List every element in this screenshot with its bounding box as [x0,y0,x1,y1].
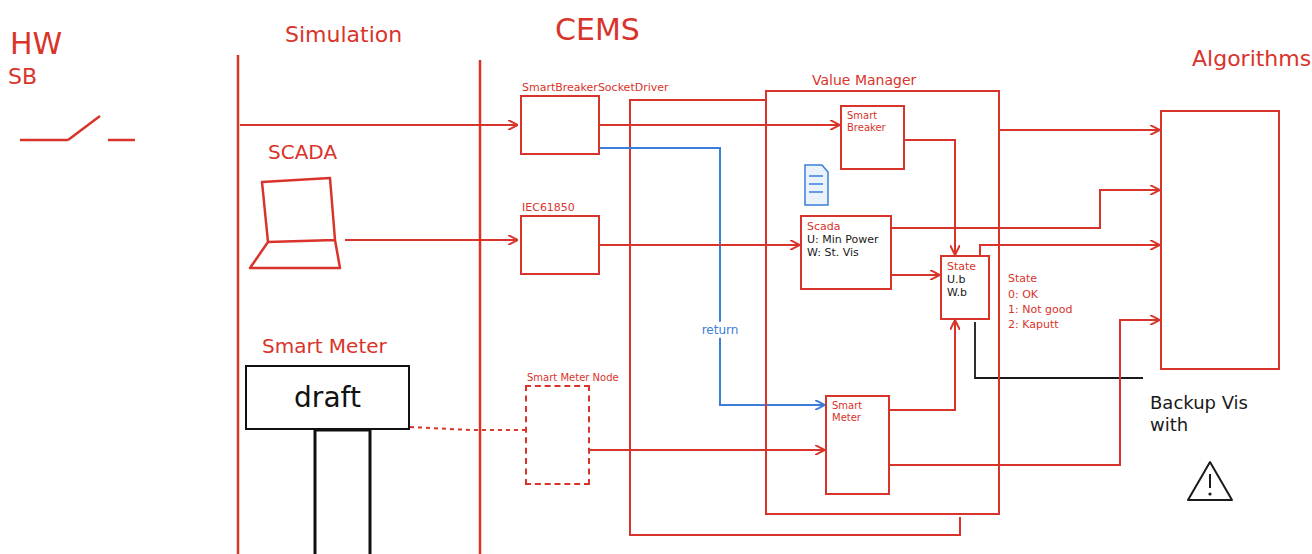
connector-label: return [699,322,742,338]
switch-symbol [20,116,135,140]
arrow-connector [600,124,840,126]
driver-box: IEC61850 [520,215,600,275]
part-name: SB [8,64,37,90]
arrow-connector [890,320,955,410]
box-title: Algorithms [1192,46,1311,72]
column-heading: CEMS [555,12,640,48]
signal-arrow [345,239,518,241]
note: Backup Vis with [1150,392,1250,435]
part-name: Smart Meter [262,334,387,358]
manager-box: Value ManagerSmart BreakerScadaU: Min Po… [765,90,1000,515]
column-divider [479,60,482,554]
box-text: U.b [947,273,983,286]
state-legend: 0: OK [1008,288,1038,301]
arrow-connector [590,449,825,451]
state-legend: State [1008,272,1037,285]
value-box: Smart Breaker [840,105,905,170]
column-heading: HW [10,26,62,62]
box-title: State [947,260,983,273]
algorithms-box: Algorithms [1160,110,1280,370]
state-legend: 1: Not good [1008,303,1072,316]
arrow-connector [892,274,940,276]
value-box: ScadaU: Min PowerW: St. Vis [800,215,892,290]
leader-line [975,322,1143,378]
state-box: StateU.bW.b [940,255,990,320]
value-box: Smart Meter [825,395,890,495]
driver-box: SmartBreakerSocketDriver [520,95,600,155]
warning-icon [1188,462,1232,500]
box-text: U: Min Power [807,233,885,246]
arrow-connector [905,140,955,255]
draft-sign: draft [245,365,410,430]
box-title: Smart Meter Node [527,372,619,384]
box-text: W.b [947,286,983,299]
group-outline [630,100,960,535]
column-heading: Simulation [285,22,402,48]
connectors [410,125,1160,465]
part-name: SCADA [268,140,337,164]
box-title: Smart Breaker [847,110,898,134]
box-title: draft [294,381,361,415]
arrow-connector [890,320,1160,465]
arrow-connector [1000,129,1160,131]
arrow-connector [600,148,825,405]
box-title: Smart Meter [832,400,883,424]
arrow-connector [600,244,800,246]
dotted-connector [410,427,525,430]
signal-arrow [240,124,518,126]
box-title: Scada [807,220,885,233]
arrow-connector [980,245,1160,255]
document-icon [805,165,828,205]
column-divider [237,55,240,554]
warning-icon-dot [1208,492,1211,495]
box-title: SmartBreakerSocketDriver [522,81,669,94]
draft-driver-box: Smart Meter Node [525,385,590,485]
arrow-connector [892,190,1160,228]
box-title: Value Manager [812,72,916,89]
state-legend: 2: Kaputt [1008,318,1059,331]
box-text: W: St. Vis [807,246,885,259]
laptop-icon [250,178,340,268]
sign-post [315,430,370,554]
box-title: IEC61850 [522,201,575,214]
